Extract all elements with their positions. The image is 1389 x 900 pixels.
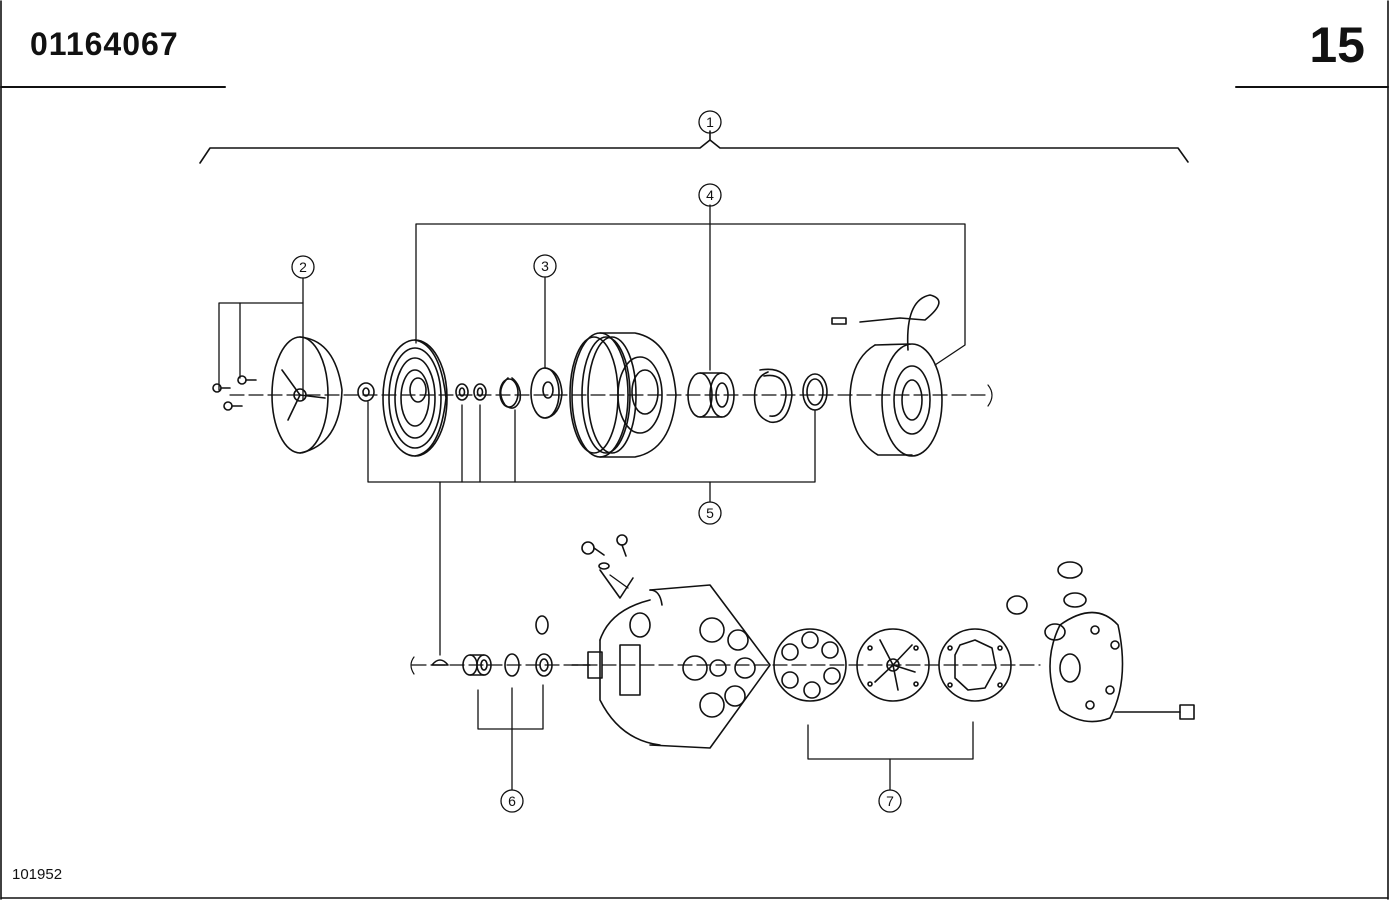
callout-2: 2: [291, 255, 315, 279]
svg-text:6: 6: [508, 793, 516, 809]
snap-ring-1: [499, 377, 522, 409]
leader-lines: [218, 204, 974, 791]
callouts: 1 2 3 4 5 6 7: [291, 110, 902, 813]
svg-text:1: 1: [706, 114, 714, 130]
shaft-seal-parts: [462, 615, 553, 677]
drawing-id: 101952: [12, 866, 63, 883]
washers: [455, 383, 487, 401]
bearing: [687, 372, 735, 418]
shaft-key: [431, 659, 449, 666]
retaining-ring: [753, 368, 793, 424]
svg-text:7: 7: [886, 793, 894, 809]
valve-plate-2: [856, 628, 930, 702]
svg-text:3: 3: [541, 258, 549, 274]
pulley: [569, 332, 677, 458]
cylinder-head: [1006, 561, 1195, 723]
callout-7: 7: [878, 789, 902, 813]
snap-ring-2: [802, 373, 828, 411]
document-number: 01164067: [30, 26, 179, 62]
bracket-group-1: [199, 130, 1189, 164]
spacer-1: [357, 382, 375, 402]
screws: [212, 375, 257, 411]
svg-text:4: 4: [706, 187, 714, 203]
armature-hub: [382, 339, 448, 457]
valve-plate-1: [773, 628, 847, 702]
svg-text:2: 2: [299, 259, 307, 275]
field-coil: [831, 294, 943, 457]
shim-washer: [530, 367, 563, 419]
clutch-axis: [229, 384, 993, 407]
front-cover-plate: [271, 336, 343, 454]
page-number: 15: [1309, 17, 1365, 73]
valve-gasket: [938, 628, 1012, 702]
callout-6: 6: [500, 789, 524, 813]
svg-text:5: 5: [706, 505, 714, 521]
callout-5: 5: [698, 501, 722, 525]
callout-1: 1: [698, 110, 722, 134]
compressor-body: [571, 534, 771, 749]
callout-4: 4: [698, 183, 722, 207]
callout-3: 3: [533, 254, 557, 278]
